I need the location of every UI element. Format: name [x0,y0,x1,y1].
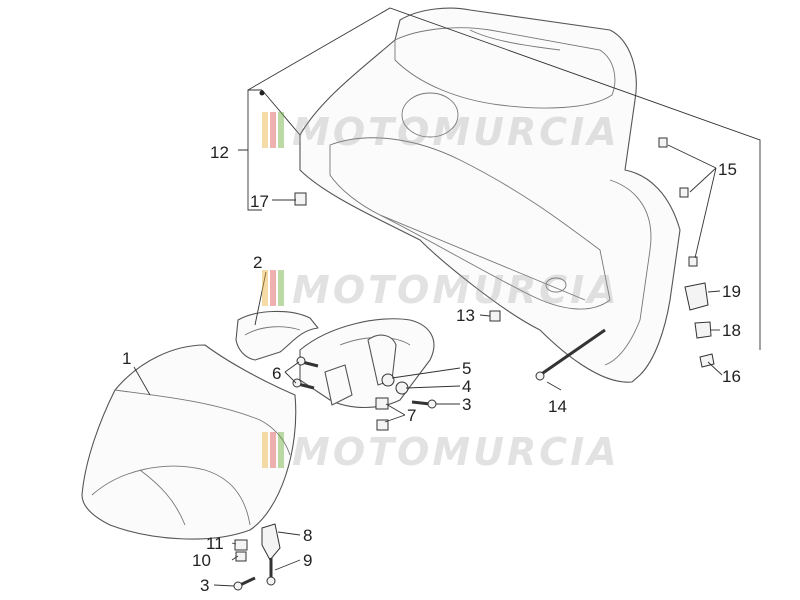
marker-dot [259,90,265,96]
callout-11: 11 [206,534,224,553]
clip-part-17 [294,192,307,206]
callout-19: 19 [722,282,741,301]
callout-labels: 1 2 3 3 4 5 6 7 8 9 10 11 12 13 14 15 16… [122,143,741,595]
bracket-part-8 [261,523,281,561]
clip-part-13 [489,310,501,322]
watermark-text: MOTOMURCIA [292,268,620,312]
callout-8: 8 [303,526,312,545]
callout-16: 16 [722,367,741,386]
callout-2: 2 [253,253,262,272]
callout-5: 5 [462,359,471,378]
callout-12: 12 [210,143,229,162]
callout-17: 17 [250,192,269,211]
screw-part-14 [535,328,606,381]
hardware-parts [233,137,715,591]
clip-part-18 [694,321,712,339]
callout-6: 6 [272,364,281,383]
washer-part-5 [381,373,395,387]
spacer-part-10 [235,551,247,562]
callout-14: 14 [548,397,567,416]
leg-shield-part [299,7,681,383]
callout-13: 13 [456,306,475,325]
screw-part-9 [266,558,276,586]
fork-bracket-part [299,318,435,408]
front-mudguard-part [81,344,297,540]
callout-15: 15 [718,160,737,179]
clip-part-15a [658,137,668,148]
screw-part-6 [292,356,319,390]
callout-9: 9 [303,551,312,570]
clip-part-7b [376,419,389,431]
callout-1: 1 [122,349,131,368]
clip-part-7a [375,397,389,410]
callout-7: 7 [407,406,416,425]
clip-part-15b [679,187,689,198]
callout-4: 4 [462,377,471,396]
screw-part-3b [233,576,256,591]
clip-part-15c [688,256,698,267]
watermark-text: MOTOMURCIA [292,430,620,474]
callout-10: 10 [192,551,211,570]
rubber-part-19 [684,282,709,311]
callout-3: 3 [462,395,471,414]
watermark-text: MOTOMURCIA [292,110,620,154]
leader-lines [133,7,761,587]
watermark-logo: MOTOMURCIA MOTOMURCIA MOTOMURCIA [262,110,620,474]
callout-18: 18 [722,321,741,340]
grommet-part-11 [234,539,248,551]
rear-mudguard-part [235,310,319,361]
callout-3: 3 [200,576,209,595]
